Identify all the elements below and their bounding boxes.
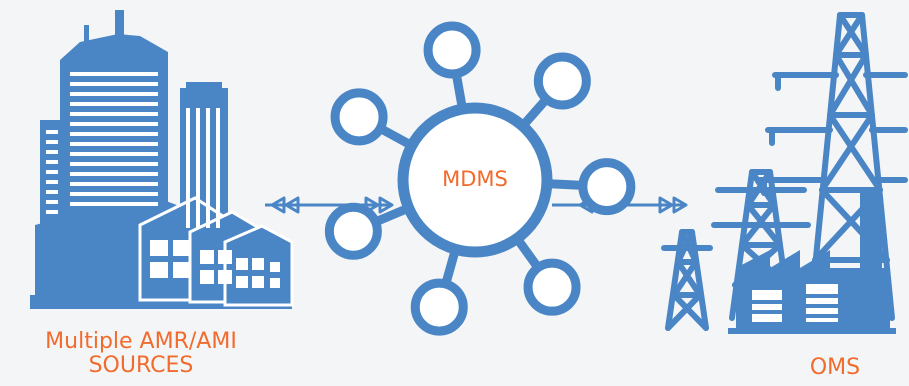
power-plant-building <box>728 190 896 334</box>
sources-label: Multiple AMR/AMI SOURCES <box>0 330 282 378</box>
tower-window-band <box>70 92 158 96</box>
wing-window-band <box>46 210 58 214</box>
wing-window-band <box>46 190 58 194</box>
tower-window-band <box>70 82 158 86</box>
hub-spoke <box>518 94 551 131</box>
hub-network-icon <box>324 21 636 336</box>
wing-window-band <box>46 200 58 204</box>
hub-node <box>578 158 636 216</box>
tower-window-band <box>70 182 158 186</box>
wing-window-band <box>46 130 58 134</box>
hub-node <box>330 88 388 146</box>
hub-node <box>533 52 591 110</box>
hub-spoke <box>512 233 543 273</box>
hub-node <box>324 202 382 260</box>
hub-spoke <box>375 123 417 151</box>
tower-window-band <box>70 102 158 106</box>
tower-window-band <box>70 202 158 206</box>
tower-window-band <box>70 132 158 136</box>
wing-window-band <box>46 160 58 164</box>
tower-window-band <box>70 122 158 126</box>
hub-spoke <box>441 244 460 289</box>
hub-spoke <box>542 179 588 190</box>
hub-node <box>410 278 468 336</box>
city-window-details <box>46 72 280 288</box>
wing-window-band <box>46 150 58 154</box>
wing-window-band <box>46 180 58 184</box>
tower-window-band <box>70 152 158 156</box>
tower-window-band <box>70 142 158 146</box>
sources-label-line1: Multiple AMR/AMI <box>45 329 237 354</box>
tower-window-band <box>70 72 158 76</box>
tower-window-band <box>70 162 158 166</box>
hub-core <box>397 102 553 258</box>
wing-window-band <box>46 140 58 144</box>
tower-window-band <box>70 112 158 116</box>
hub-node <box>523 258 581 316</box>
oms-label: OMS <box>809 355 861 380</box>
sources-label-line2: SOURCES <box>88 353 194 378</box>
hub-spoke <box>370 203 414 227</box>
mdms-label: MDMS <box>442 167 508 191</box>
tower-window-band <box>70 192 158 196</box>
hub-node <box>423 21 481 79</box>
hub-spoke <box>451 69 467 114</box>
tower-window-band <box>70 172 158 176</box>
bidirectional-arrow-icon <box>265 196 394 214</box>
wing-window-band <box>46 170 58 174</box>
